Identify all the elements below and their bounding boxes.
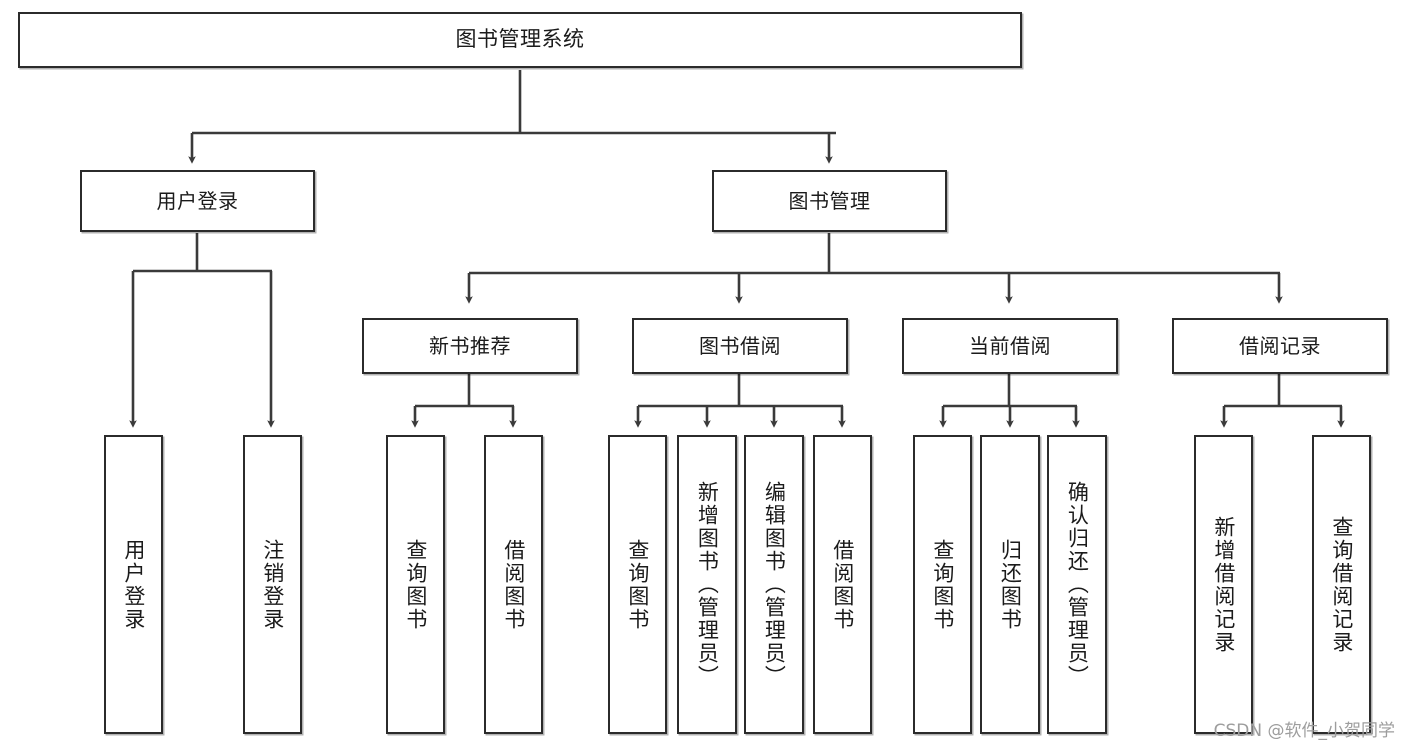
node-leaf-add-book[interactable]: 新增图书（管理员） [677,435,737,734]
node-borrow-record-label: 借阅记录 [1239,334,1321,358]
node-root-label: 图书管理系统 [455,27,585,52]
node-borrow-record[interactable]: 借阅记录 [1172,318,1388,374]
node-leaf-add-book-label: 新增图书（管理员） [695,481,720,688]
node-leaf-confirm-return-label: 确认归还（管理员） [1065,481,1090,688]
node-leaf-borrow-book-2[interactable]: 借阅图书 [813,435,872,734]
node-current-borrow[interactable]: 当前借阅 [902,318,1118,374]
node-leaf-query-book-2[interactable]: 查询图书 [608,435,667,734]
node-root[interactable]: 图书管理系统 [18,12,1022,68]
node-user-login-label: 用户登录 [156,189,239,213]
node-new-book-recommend-label: 新书推荐 [429,334,511,358]
node-leaf-query-record[interactable]: 查询借阅记录 [1312,435,1371,734]
node-current-borrow-label: 当前借阅 [969,334,1051,358]
node-leaf-return-book[interactable]: 归还图书 [980,435,1040,734]
node-leaf-add-record-label: 新增借阅记录 [1211,515,1236,654]
node-leaf-logout[interactable]: 注销登录 [243,435,302,734]
node-book-borrow[interactable]: 图书借阅 [632,318,848,374]
node-user-login[interactable]: 用户登录 [80,170,315,232]
node-leaf-query-book-3[interactable]: 查询图书 [913,435,972,734]
node-leaf-user-login[interactable]: 用户登录 [104,435,163,734]
node-leaf-add-record[interactable]: 新增借阅记录 [1194,435,1253,734]
node-leaf-logout-label: 注销登录 [260,538,285,631]
node-leaf-query-book-2-label: 查询图书 [625,538,650,631]
node-leaf-query-book-1[interactable]: 查询图书 [386,435,445,734]
node-book-management-label: 图书管理 [788,189,871,213]
node-new-book-recommend[interactable]: 新书推荐 [362,318,578,374]
node-book-management[interactable]: 图书管理 [712,170,947,232]
node-leaf-edit-book-label: 编辑图书（管理员） [762,481,787,688]
node-leaf-return-book-label: 归还图书 [998,538,1023,631]
node-leaf-borrow-book-1[interactable]: 借阅图书 [484,435,543,734]
node-leaf-borrow-book-1-label: 借阅图书 [501,538,526,631]
node-leaf-user-login-label: 用户登录 [121,538,146,631]
node-leaf-edit-book[interactable]: 编辑图书（管理员） [744,435,804,734]
node-leaf-query-book-3-label: 查询图书 [930,538,955,631]
node-leaf-confirm-return[interactable]: 确认归还（管理员） [1047,435,1107,734]
node-book-borrow-label: 图书借阅 [699,334,781,358]
node-leaf-borrow-book-2-label: 借阅图书 [830,538,855,631]
node-leaf-query-book-1-label: 查询图书 [403,538,428,631]
node-leaf-query-record-label: 查询借阅记录 [1329,515,1354,654]
